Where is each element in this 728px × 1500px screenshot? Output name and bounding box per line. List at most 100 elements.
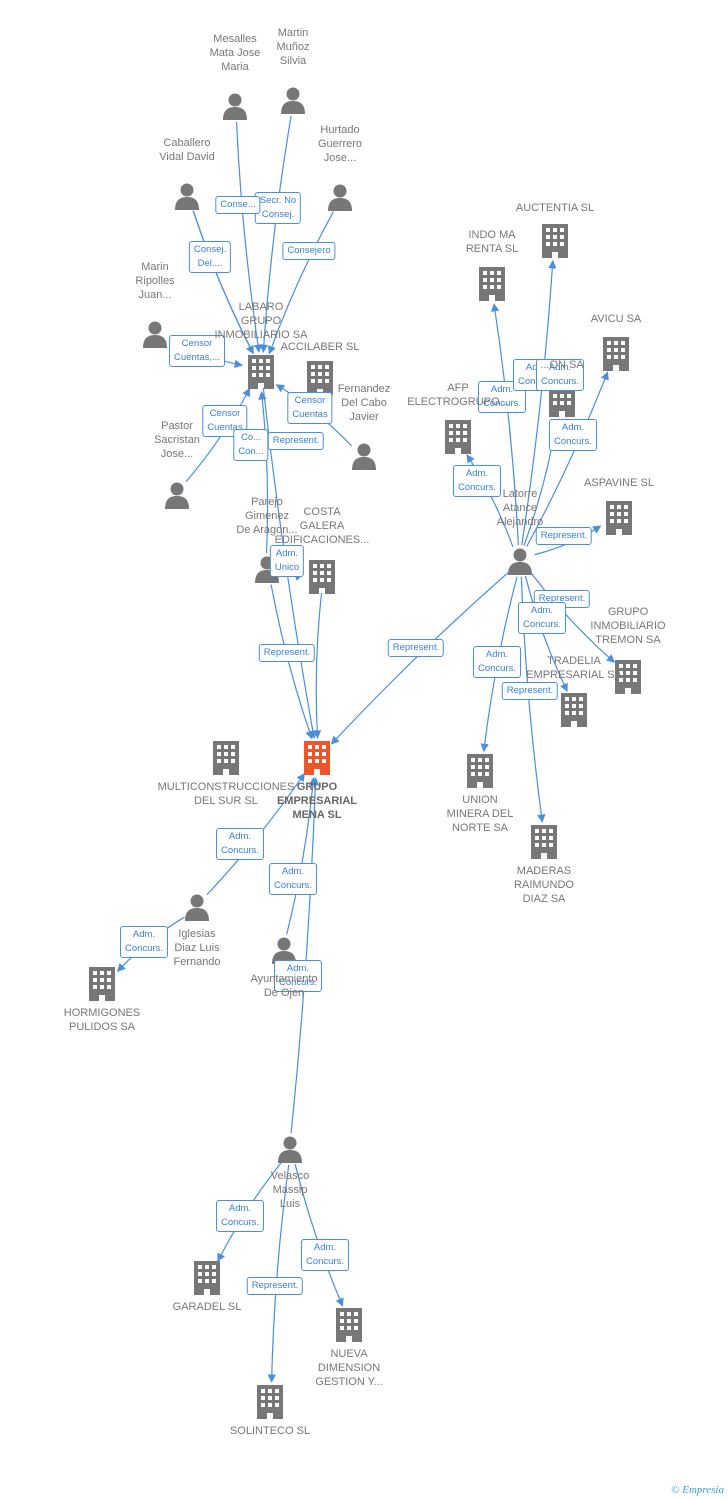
company-label-aspavine[interactable]: ASPAVINE SL	[584, 477, 654, 489]
building-icon[interactable]	[307, 361, 333, 395]
company-label-costa[interactable]: COSTA GALERA EDIFICACIONES...	[274, 506, 370, 546]
edge-label[interactable]: Represent.	[501, 682, 559, 700]
building-icon[interactable]	[467, 754, 493, 788]
company-label-hidden[interactable]: ...ON SA	[540, 359, 584, 371]
edge-label[interactable]: Conse...	[215, 196, 261, 214]
edge-label[interactable]: Represent.	[387, 639, 445, 657]
person-icon[interactable]	[185, 894, 209, 922]
edge-martin-to-labaro	[259, 115, 292, 353]
edge-label[interactable]: Adm. Concurs.	[452, 465, 502, 497]
company-label-hormigones[interactable]: HORMIGONES PULIDOS SA	[63, 1007, 141, 1033]
brand-name: Empresia	[682, 1484, 724, 1496]
building-icon[interactable]	[531, 825, 557, 859]
building-icon[interactable]	[194, 1261, 220, 1295]
company-label-mena[interactable]: GRUPO EMPRESARIAL MENA SL	[276, 781, 358, 821]
company-label-garadel[interactable]: GARADEL SL	[172, 1301, 242, 1313]
edge-latorre-to-tremon	[530, 572, 616, 663]
person-icon[interactable]	[328, 184, 352, 212]
building-icon[interactable]	[542, 224, 568, 258]
company-label-indoma[interactable]: INDO MA RENTA SL	[465, 229, 519, 255]
footer-brand[interactable]: © Empresia	[671, 1484, 724, 1496]
company-label-maderas[interactable]: MADERAS RAIMUNDO DIAZ SA	[514, 865, 574, 905]
building-icon[interactable]	[606, 501, 632, 535]
copyright-icon: ©	[671, 1484, 680, 1496]
person-label-parejo[interactable]: Parejo Gimenez De Aragon...	[236, 496, 298, 536]
edge-velasco-to-mena	[290, 777, 320, 1134]
edge-label[interactable]: Co... Con...	[233, 429, 269, 461]
edge-parejo-to-mena	[270, 584, 314, 740]
edge-label[interactable]: Adm. Concurs.	[517, 602, 567, 634]
company-label-avicu[interactable]: AVICU SA	[590, 313, 642, 325]
edge-label[interactable]: Represent.	[535, 527, 593, 545]
company-label-union[interactable]: UNION MINERA DEL NORTE SA	[446, 794, 514, 834]
building-icon[interactable]	[561, 693, 587, 727]
building-icon[interactable]	[445, 420, 471, 454]
edge-label[interactable]: Adm. Concurs.	[273, 960, 323, 992]
person-label-fernandez[interactable]: Fernandez Del Cabo Javier	[337, 383, 391, 423]
building-icon[interactable]	[248, 355, 274, 389]
building-icon[interactable]	[309, 560, 335, 594]
edge-label[interactable]: Consejero	[282, 242, 336, 260]
building-icon[interactable]	[213, 741, 239, 775]
person-label-pastor[interactable]: Pastor Sacristan Jose...	[154, 420, 200, 460]
edge-label[interactable]: Adm. Concurs.	[548, 419, 598, 451]
company-label-multi[interactable]: MULTICONSTRUCCIONES DEL SUR SL	[157, 781, 295, 807]
edge-label[interactable]: Adm. Concurs.	[300, 1239, 350, 1271]
person-label-velasco[interactable]: Velasco Massip Luis	[270, 1170, 310, 1210]
edge-label[interactable]: Adm. Concurs.	[215, 828, 265, 860]
edge-label[interactable]: Censor Cuentas,...	[169, 335, 225, 367]
edge-label[interactable]: Adm. Concurs.	[268, 863, 318, 895]
edge-label[interactable]: Represent.	[258, 644, 316, 662]
edge-label[interactable]: Adm. Unico	[269, 545, 305, 577]
company-label-labaro[interactable]: LABARO GRUPO INMOBILIARIO SA	[214, 301, 308, 341]
person-label-mesalles[interactable]: Mesalles Mata Jose Maria	[209, 33, 261, 73]
edge-hurtado-to-labaro	[267, 211, 334, 355]
edge-latorre-to-avicu	[526, 371, 609, 547]
edge-label[interactable]: Adm. Concurs.	[215, 1200, 265, 1232]
edge-label[interactable]: Secr. No Consej.	[254, 192, 302, 224]
person-label-latorre[interactable]: Latorre Atance Alejandro	[496, 488, 544, 528]
edge-parejo-to-labaro	[258, 391, 269, 554]
person-icon[interactable]	[175, 183, 199, 211]
edges-layer	[116, 115, 616, 1383]
edge-label[interactable]: Adm. Concurs.	[472, 646, 522, 678]
person-label-marin[interactable]: Marin Ripolles Juan...	[135, 261, 175, 301]
building-icon[interactable]	[603, 337, 629, 371]
person-label-martin[interactable]: Martin Muñoz Silvia	[276, 27, 310, 67]
company-label-afp[interactable]: AFP ELECTROGRUPO...	[407, 382, 509, 408]
person-icon[interactable]	[143, 321, 167, 349]
person-label-iglesias[interactable]: Iglesias Diaz Luis Fernando	[173, 928, 221, 968]
edge-label[interactable]: Consej. Del....	[188, 241, 232, 273]
building-icon[interactable]	[479, 267, 505, 301]
edge-label[interactable]: Represent.	[246, 1277, 304, 1295]
edge-label[interactable]: Adm. Concurs.	[535, 359, 585, 391]
building-icon[interactable]	[336, 1308, 362, 1342]
person-label-hurtado[interactable]: Hurtado Guerrero Jose...	[317, 124, 363, 164]
person-label-ayunt[interactable]: Ayuntamiento De Ojen	[250, 973, 318, 999]
company-label-nueva[interactable]: NUEVA DIMENSION GESTION Y...	[315, 1348, 383, 1388]
person-icon[interactable]	[352, 443, 376, 471]
edge-latorre-to-indoma	[490, 303, 519, 546]
person-icon[interactable]	[278, 1136, 302, 1164]
company-label-tremon[interactable]: GRUPO INMOBILIARIO TREMON SA	[590, 606, 666, 646]
building-icon[interactable]	[89, 967, 115, 1001]
person-label-caballero[interactable]: Caballero Vidal David	[159, 137, 215, 163]
edge-costa-to-mena	[312, 592, 323, 739]
person-icon[interactable]	[165, 482, 189, 510]
person-icon[interactable]	[223, 93, 247, 121]
company-label-solinteco[interactable]: SOLINTECO SL	[229, 1425, 311, 1437]
company-label-accilaber[interactable]: ACCILABER SL	[280, 341, 360, 353]
edge-label[interactable]: Censor Cuentas	[287, 392, 333, 424]
company-label-tradelia[interactable]: TRADELIA EMPRESARIAL SA	[526, 655, 622, 681]
edge-mesalles-to-labaro	[235, 121, 263, 353]
edge-label[interactable]: Adm. Concurs.	[119, 926, 169, 958]
building-icon[interactable]	[257, 1385, 283, 1419]
building-icon[interactable]	[304, 741, 330, 775]
edge-velasco-to-solinteco	[267, 1164, 290, 1383]
edge-latorre-to-tradelia	[524, 575, 568, 692]
edge-label[interactable]: Represent.	[267, 432, 325, 450]
company-label-auctentia[interactable]: AUCTENTIA SL	[515, 202, 595, 214]
person-icon[interactable]	[281, 87, 305, 115]
person-icon[interactable]	[508, 548, 532, 576]
